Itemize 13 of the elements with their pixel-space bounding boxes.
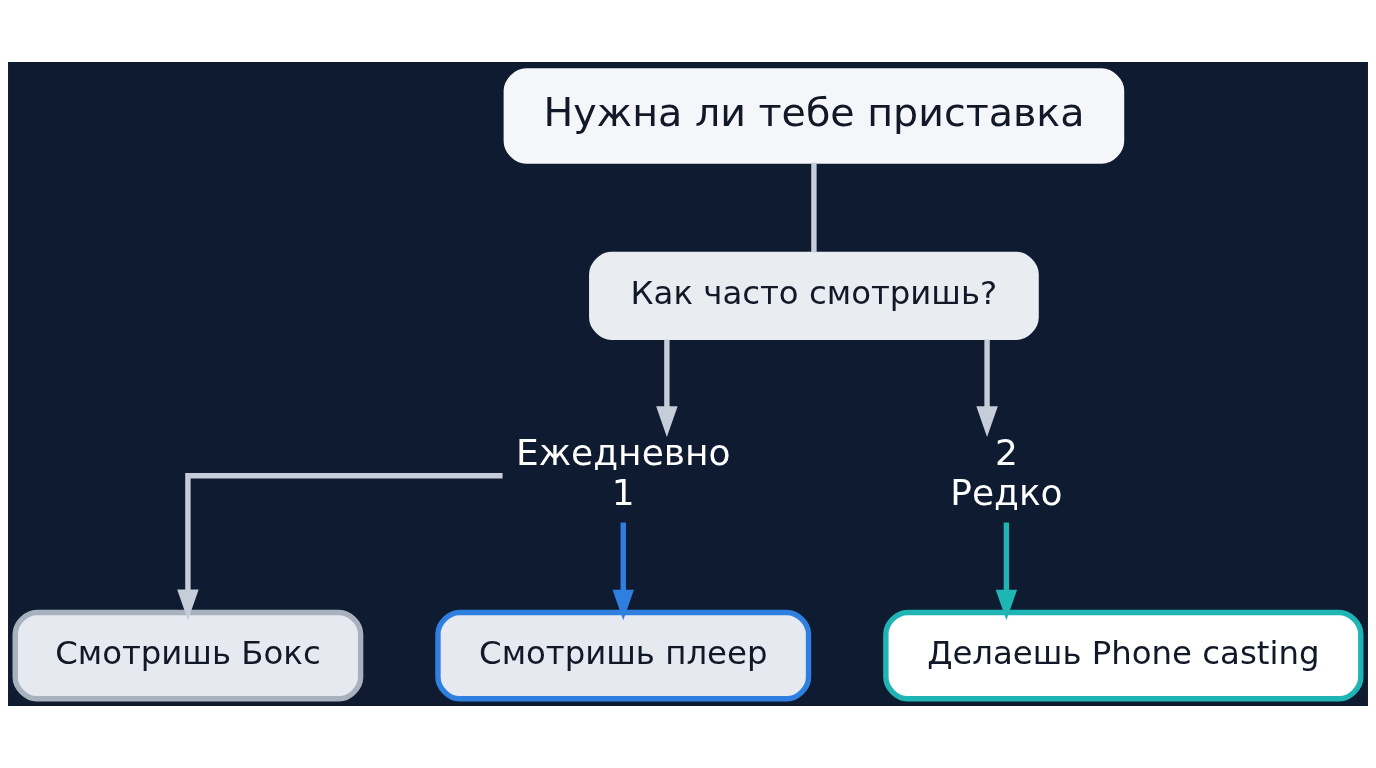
node-box: Как часто смотришь? bbox=[589, 251, 1039, 340]
node-box: Смотришь Бокс bbox=[12, 609, 364, 702]
node-box: Смотришь плеер bbox=[435, 609, 812, 702]
arrow bbox=[995, 522, 1018, 621]
arrow bbox=[177, 473, 503, 621]
node-box: Нужна ли тебе приставка bbox=[503, 68, 1125, 164]
node-box: Делаешь Phone casting bbox=[883, 609, 1364, 702]
arrow bbox=[612, 522, 634, 621]
arrow bbox=[656, 339, 678, 437]
connector bbox=[811, 162, 817, 253]
node-text: 2 Редко bbox=[950, 431, 1063, 513]
arrow bbox=[976, 339, 998, 437]
node-text: Ежедневно 1 bbox=[515, 431, 731, 513]
